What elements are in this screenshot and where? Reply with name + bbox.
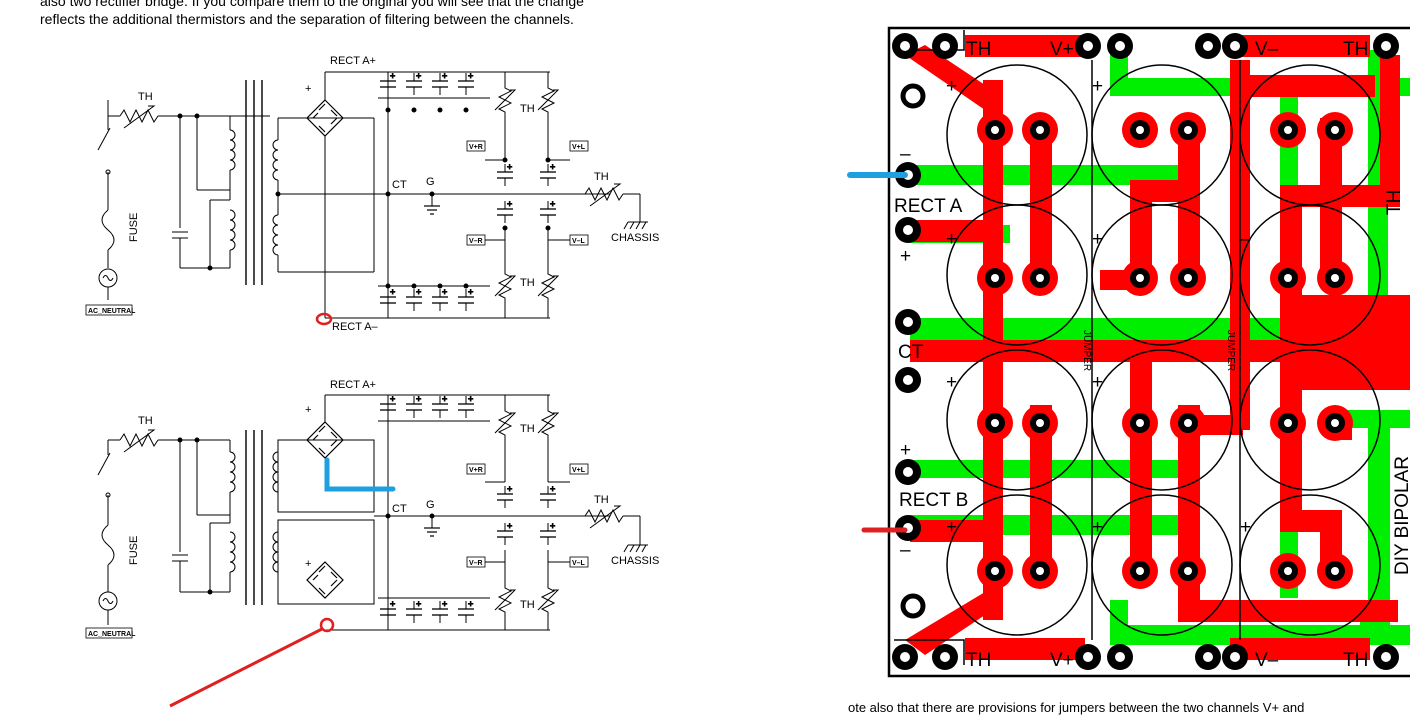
svg-text:+: + (946, 76, 957, 97)
svg-text:+: + (946, 372, 957, 393)
label-th-filter-bottom-2: TH (520, 599, 535, 611)
svg-text:+: + (305, 404, 311, 416)
label-th-filter-top-2: TH (520, 277, 535, 289)
label-rect-a-plus-bottom: RECT A+ (330, 379, 376, 391)
tag-vml-bottom: V–L (572, 560, 586, 567)
label-fuse-bottom: FUSE (128, 536, 140, 565)
pcb-layout: TH V+ V– TH TH V+ V– TH RECT A RECT B CT… (887, 26, 1410, 678)
intro-paragraph: also two rectifier bridge. If you compar… (40, 0, 740, 28)
label-chassis-bottom: CHASSIS (611, 555, 659, 567)
pcb-label-minus-b: – (900, 540, 911, 561)
pcb-label-plus-b: + (900, 440, 911, 461)
schematic-bottom: RECT A+ + + TH FUSE AC_NEUTRAL CT G TH T… (85, 379, 659, 639)
annotation-red-circle-bottom (319, 617, 335, 633)
pcb-label-vplus-bottom: V+ (1050, 650, 1074, 671)
pcb-label-th-top-right: TH (1343, 39, 1368, 60)
label-th-filter-bottom-1: TH (520, 423, 535, 435)
tag-vpl-bottom: V+L (572, 467, 586, 474)
svg-text:+: + (1240, 517, 1251, 538)
svg-text:+: + (1092, 517, 1103, 538)
svg-text:+: + (305, 558, 311, 570)
pcb-label-th-bottom-left: TH (966, 650, 991, 671)
label-ac-neutral-bottom: AC_NEUTRAL (88, 631, 136, 638)
pcb-label-th-bottom-right: TH (1343, 650, 1368, 671)
label-rect-a-plus-top: RECT A+ (330, 55, 376, 67)
pcb-label-rect-a: RECT A (894, 196, 963, 217)
tag-vpl-top: V+L (572, 144, 586, 151)
pcb-label-ct: CT (898, 342, 924, 363)
pcb-label-jumper-right: JUMPER (1225, 330, 1236, 371)
pcb-label-jumper-left: JUMPER (1081, 330, 1092, 371)
tag-vmr-top: V–R (469, 238, 483, 245)
pcb-label-plus-a: + (900, 246, 911, 267)
label-g-bottom: G (426, 499, 435, 511)
label-th-out-bottom: TH (594, 494, 609, 506)
tag-vml-top: V–L (572, 238, 586, 245)
svg-text:–: – (1240, 229, 1251, 250)
pcb-label-minus-a: – (900, 144, 911, 165)
svg-text:+: + (1092, 76, 1103, 97)
pcb-label-vminus-top: V– (1255, 39, 1279, 60)
pcb-label-vplus-top: V+ (1050, 39, 1074, 60)
pcb-label-diy-bipolar: DIY BIPOLAR (1392, 456, 1410, 575)
svg-text:+: + (946, 517, 957, 538)
label-ct-bottom: CT (392, 503, 407, 515)
tag-vpr-bottom: V+R (469, 467, 483, 474)
pcb-label-th-top-left: TH (966, 39, 991, 60)
label-ac-neutral-top: AC_NEUTRAL (88, 308, 136, 315)
label-th-input-bottom: TH (138, 415, 153, 427)
label-th-input-top: TH (138, 91, 153, 103)
label-ct-top: CT (392, 179, 407, 191)
svg-text:+: + (305, 83, 311, 95)
annotation-red-line (169, 627, 323, 708)
annotation-blue-wire-schematic (324, 457, 396, 492)
label-fuse-top: FUSE (128, 213, 140, 242)
annotation-red-circle-top (315, 312, 333, 326)
label-rect-a-minus: RECT A– (332, 321, 379, 333)
pcb-label-rect-b: RECT B (899, 490, 968, 511)
label-chassis-top: CHASSIS (611, 232, 659, 244)
svg-text:+: + (946, 229, 957, 250)
paragraph-line-2: reflects the additional thermistors and … (40, 11, 574, 27)
svg-text:+: + (1092, 372, 1103, 393)
footer-text: ote also that there are provisions for j… (848, 700, 1305, 715)
label-g-top: G (426, 176, 435, 188)
svg-text:+: + (1092, 229, 1103, 250)
schematic-top: RECT A+ + RECT A– TH FUSE AC_NEUTRAL CT … (85, 55, 659, 333)
pcb-label-vminus-bottom: V– (1255, 650, 1279, 671)
tag-vmr-bottom: V–R (469, 560, 483, 567)
label-th-filter-top-1: TH (520, 103, 535, 115)
paragraph-line-1: also two rectifier bridge. If you compar… (40, 0, 584, 9)
tag-vpr-top: V+R (469, 144, 483, 151)
label-th-out-top: TH (594, 171, 609, 183)
pcb-label-th-side: TH (1384, 190, 1405, 215)
